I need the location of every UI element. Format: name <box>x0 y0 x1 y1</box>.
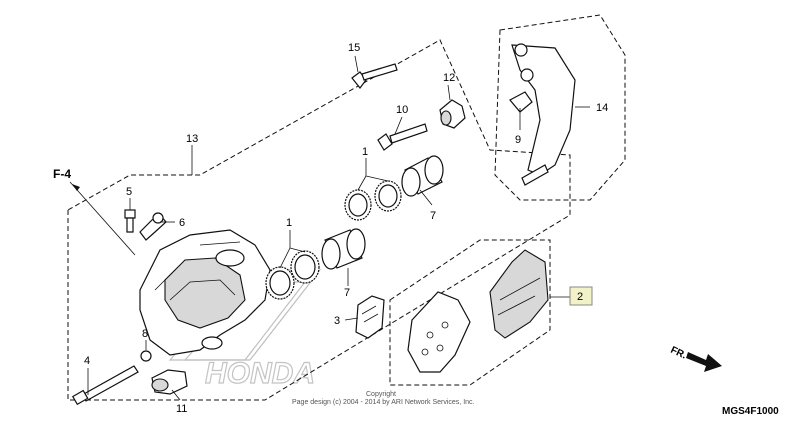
caliper-assembly-frame <box>67 39 571 401</box>
figure-code: MGS4F1000 <box>722 406 779 417</box>
callout-7-left: 7 <box>344 287 350 299</box>
callout-9: 9 <box>515 134 521 146</box>
caliper-body <box>139 229 271 356</box>
callout-2-highlight[interactable] <box>569 286 593 306</box>
front-arrow-icon <box>686 352 722 372</box>
pad-set-frame <box>389 239 551 386</box>
bleeder-screw <box>124 209 136 233</box>
section-reference-leader <box>69 181 136 256</box>
watermark-text: HONDA <box>205 357 315 390</box>
pin-boot <box>439 99 466 129</box>
section-arrow-icon <box>72 184 80 191</box>
callout-1-right: 1 <box>362 146 368 158</box>
callout-8: 8 <box>142 328 148 340</box>
callout-12: 12 <box>443 72 455 84</box>
bleeder-cap <box>139 212 167 241</box>
caliper-pin-bolt <box>377 123 428 151</box>
flange-bolt <box>351 63 398 89</box>
brake-pad-front <box>489 249 549 339</box>
copyright-line-1: Copyright <box>366 391 396 398</box>
caliper-bracket <box>511 43 576 186</box>
callout-3: 3 <box>334 315 340 327</box>
pad-retainer <box>509 91 533 113</box>
direction-label: FR. <box>669 345 688 362</box>
callout-7-right: 7 <box>430 210 436 222</box>
callout-11: 11 <box>176 403 187 415</box>
brake-pad-rear <box>407 291 471 373</box>
pad-spring <box>355 295 385 339</box>
callout-13: 13 <box>186 133 198 145</box>
piston-seal-set-left <box>265 250 320 300</box>
callout-leaders <box>87 55 590 401</box>
section-reference: F-4 <box>53 167 71 181</box>
front-direction-indicator: FR. <box>669 345 722 372</box>
callout-15: 15 <box>348 42 360 54</box>
callout-2[interactable]: 2 <box>577 291 583 303</box>
callout-5: 5 <box>126 186 132 198</box>
pad-pin-plug <box>151 369 188 395</box>
callout-4: 4 <box>84 355 90 367</box>
callout-14: 14 <box>596 102 608 114</box>
bracket-frame <box>494 14 626 201</box>
piston-right <box>401 155 444 197</box>
piston-left <box>321 228 366 270</box>
callout-10: 10 <box>396 104 408 116</box>
pin-bolt <box>71 365 139 406</box>
piston-seal-set-right <box>344 180 402 221</box>
copyright-line-2: Page design (c) 2004 - 2014 by ARI Netwo… <box>292 399 475 406</box>
callout-1-left: 1 <box>286 217 292 229</box>
callout-6: 6 <box>179 217 185 229</box>
washer <box>140 350 152 362</box>
